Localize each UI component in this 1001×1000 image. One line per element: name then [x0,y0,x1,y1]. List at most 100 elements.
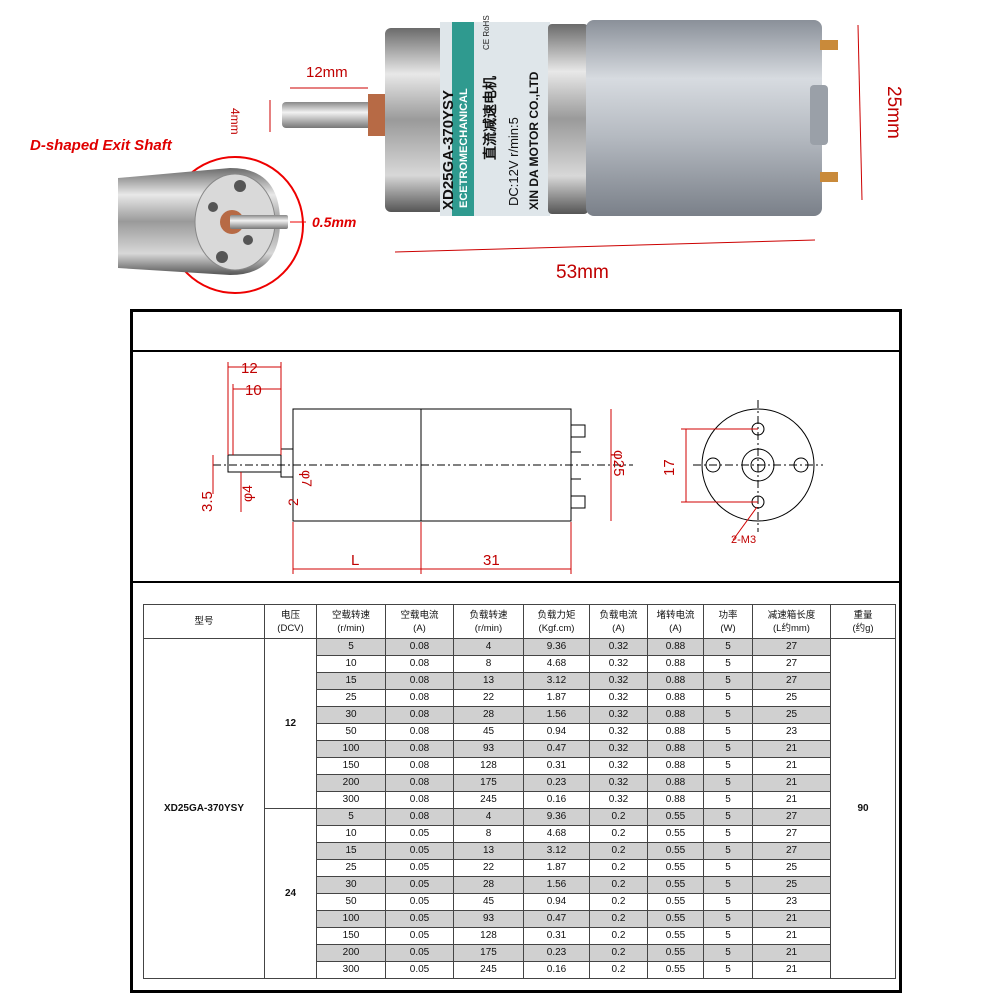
table-cell: 0.55 [647,825,704,843]
table-cell: 0.08 [385,808,454,826]
table-cell: 5 [703,706,753,724]
table-cell: 0.88 [647,689,704,707]
table-cell: 0.2 [589,944,648,962]
table-cell: 27 [752,638,831,656]
table-cell: 5 [703,740,753,758]
weight-cell: 90 [830,638,896,979]
table-header-cell: 功率(W) [703,604,753,639]
table-header-cell: 空载转速(r/min) [316,604,386,639]
table-cell: 25 [752,706,831,724]
technical-drawing [133,350,899,583]
table-cell: 25 [752,859,831,877]
table-cell: 0.32 [589,740,648,758]
gearbox-front [385,28,445,212]
table-cell: 0.2 [589,859,648,877]
table-cell: 3.12 [523,842,590,860]
motor-can [586,20,822,216]
bearing-bushing [368,94,390,136]
voltage-cell: 12 [264,638,317,809]
product-photo: 12mm 4mm 25mm 53mm D-shaped Exit Shaft 0… [0,0,1001,305]
table-cell: 0.05 [385,842,454,860]
dim-phi7: φ7 [299,470,315,487]
table-cell: 0.88 [647,791,704,809]
table-cell: 128 [453,757,524,775]
motor-label-model: XD25GA-370YSY [440,89,457,210]
table-cell: 0.2 [589,927,648,945]
voltage-cell: 24 [264,808,317,979]
terminal-bottom [820,172,838,182]
table-cell: 5 [703,723,753,741]
table-cell: 22 [453,859,524,877]
table-cell: 25 [752,689,831,707]
table-cell: 0.47 [523,910,590,928]
dim-10: 10 [245,382,262,399]
dim-2: 2 [285,498,301,506]
model-cell: XD25GA-370YSY [143,638,265,979]
table-cell: 0.32 [589,672,648,690]
table-cell: 0.32 [589,774,648,792]
table-cell: 5 [703,825,753,843]
table-cell: 200 [316,774,386,792]
table-cell: 21 [752,910,831,928]
table-header-cell: 负载转速(r/min) [453,604,524,639]
gearbox-ring [548,24,588,214]
table-cell: 4 [453,808,524,826]
table-cell: 45 [453,723,524,741]
table-cell: 0.47 [523,740,590,758]
table-cell: 0.55 [647,910,704,928]
table-cell: 0.23 [523,944,590,962]
table-cell: 0.05 [385,859,454,877]
table-cell: 0.55 [647,808,704,826]
table-cell: 0.08 [385,791,454,809]
table-cell: 5 [703,859,753,877]
table-cell: 0.88 [647,723,704,741]
table-cell: 0.88 [647,655,704,673]
table-cell: 0.32 [589,706,648,724]
table-cell: 27 [752,825,831,843]
terminal-top [820,40,838,50]
table-cell: 0.16 [523,791,590,809]
table-cell: 0.32 [589,638,648,656]
table-cell: 0.2 [589,910,648,928]
table-header-row: 型号电压(DCV)空载转速(r/min)空载电流(A)负载转速(r/min)负载… [143,604,896,639]
table-cell: 5 [703,842,753,860]
table-header-cell: 型号 [143,604,265,639]
table-cell: 3.12 [523,672,590,690]
table-cell: 13 [453,672,524,690]
table-cell: 0.2 [589,893,648,911]
table-cell: 0.55 [647,842,704,860]
table-cell: 21 [752,927,831,945]
table-cell: 21 [752,944,831,962]
table-cell: 1.56 [523,706,590,724]
table-cell: 245 [453,961,524,979]
table-cell: 0.16 [523,961,590,979]
table-cell: 5 [703,791,753,809]
shaft-length-label: 12mm [306,64,348,81]
table-cell: 0.94 [523,723,590,741]
table-cell: 5 [703,689,753,707]
dim-L: L [351,552,360,569]
table-cell: 0.05 [385,910,454,928]
specification-sheet: 12 10 φ7 φ4 3.5 2 L 31 φ25 17 2-M3 型号电压(… [130,309,902,993]
table-cell: 5 [316,808,386,826]
table-cell: 0.08 [385,740,454,758]
table-cell: 0.32 [589,791,648,809]
table-cell: 0.23 [523,774,590,792]
table-cell: 1.87 [523,859,590,877]
spec-table: 型号电压(DCV)空载转速(r/min)空载电流(A)负载转速(r/min)负载… [143,604,896,979]
table-cell: 0.08 [385,689,454,707]
table-cell: 0.88 [647,757,704,775]
table-cell: 0.55 [647,961,704,979]
table-cell: 15 [316,842,386,860]
table-cell: 0.05 [385,825,454,843]
